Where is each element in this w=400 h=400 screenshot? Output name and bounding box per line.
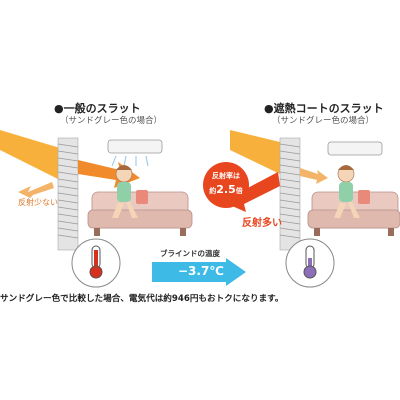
callout-line2: 約2.5倍 — [203, 183, 249, 196]
comparison-arrow — [152, 258, 246, 286]
reflectance-callout: 反射率は 約2.5倍 — [203, 162, 249, 208]
thermometer-cool-icon — [285, 238, 335, 288]
air-conditioner-right — [327, 141, 383, 156]
right-scene — [218, 130, 400, 288]
person — [112, 165, 148, 218]
heat-arrow-small — [300, 168, 328, 184]
callout-suffix: 倍 — [235, 187, 243, 195]
left-scene — [0, 130, 193, 288]
sunlight-beam — [0, 130, 60, 180]
blind-slats-right — [279, 137, 301, 251]
callout-prefix: 約 — [209, 187, 217, 195]
air-conditioner — [107, 139, 163, 154]
callout-value: 2.5 — [216, 183, 236, 196]
footnote: サンドグレー色で比較した場合、電気代は約946円もおトクになります。 — [0, 294, 284, 304]
right-subtitle: （サンドグレー色の場合） — [272, 116, 375, 126]
comparison-value: −3.7℃ — [178, 264, 224, 278]
blind-slats — [57, 137, 79, 251]
left-reflect-label: 反射少ない — [18, 198, 58, 207]
sunlight-beam-right — [230, 130, 280, 174]
callout-line1: 反射率は — [212, 172, 240, 180]
thermometer-hot-icon — [71, 238, 121, 288]
left-subtitle: （サンドグレー色の場合） — [60, 116, 163, 126]
right-title: ●遮熱コートのスラット — [264, 102, 384, 115]
right-reflect-label: 反射多い — [242, 218, 282, 229]
cushion — [136, 190, 148, 204]
comparison-label: ブラインドの温度 — [160, 249, 220, 258]
reflect-arrow-small — [18, 182, 54, 198]
person-right — [334, 165, 370, 218]
left-title: ●一般のスラット — [54, 102, 141, 115]
cool-air-lines — [111, 155, 149, 167]
